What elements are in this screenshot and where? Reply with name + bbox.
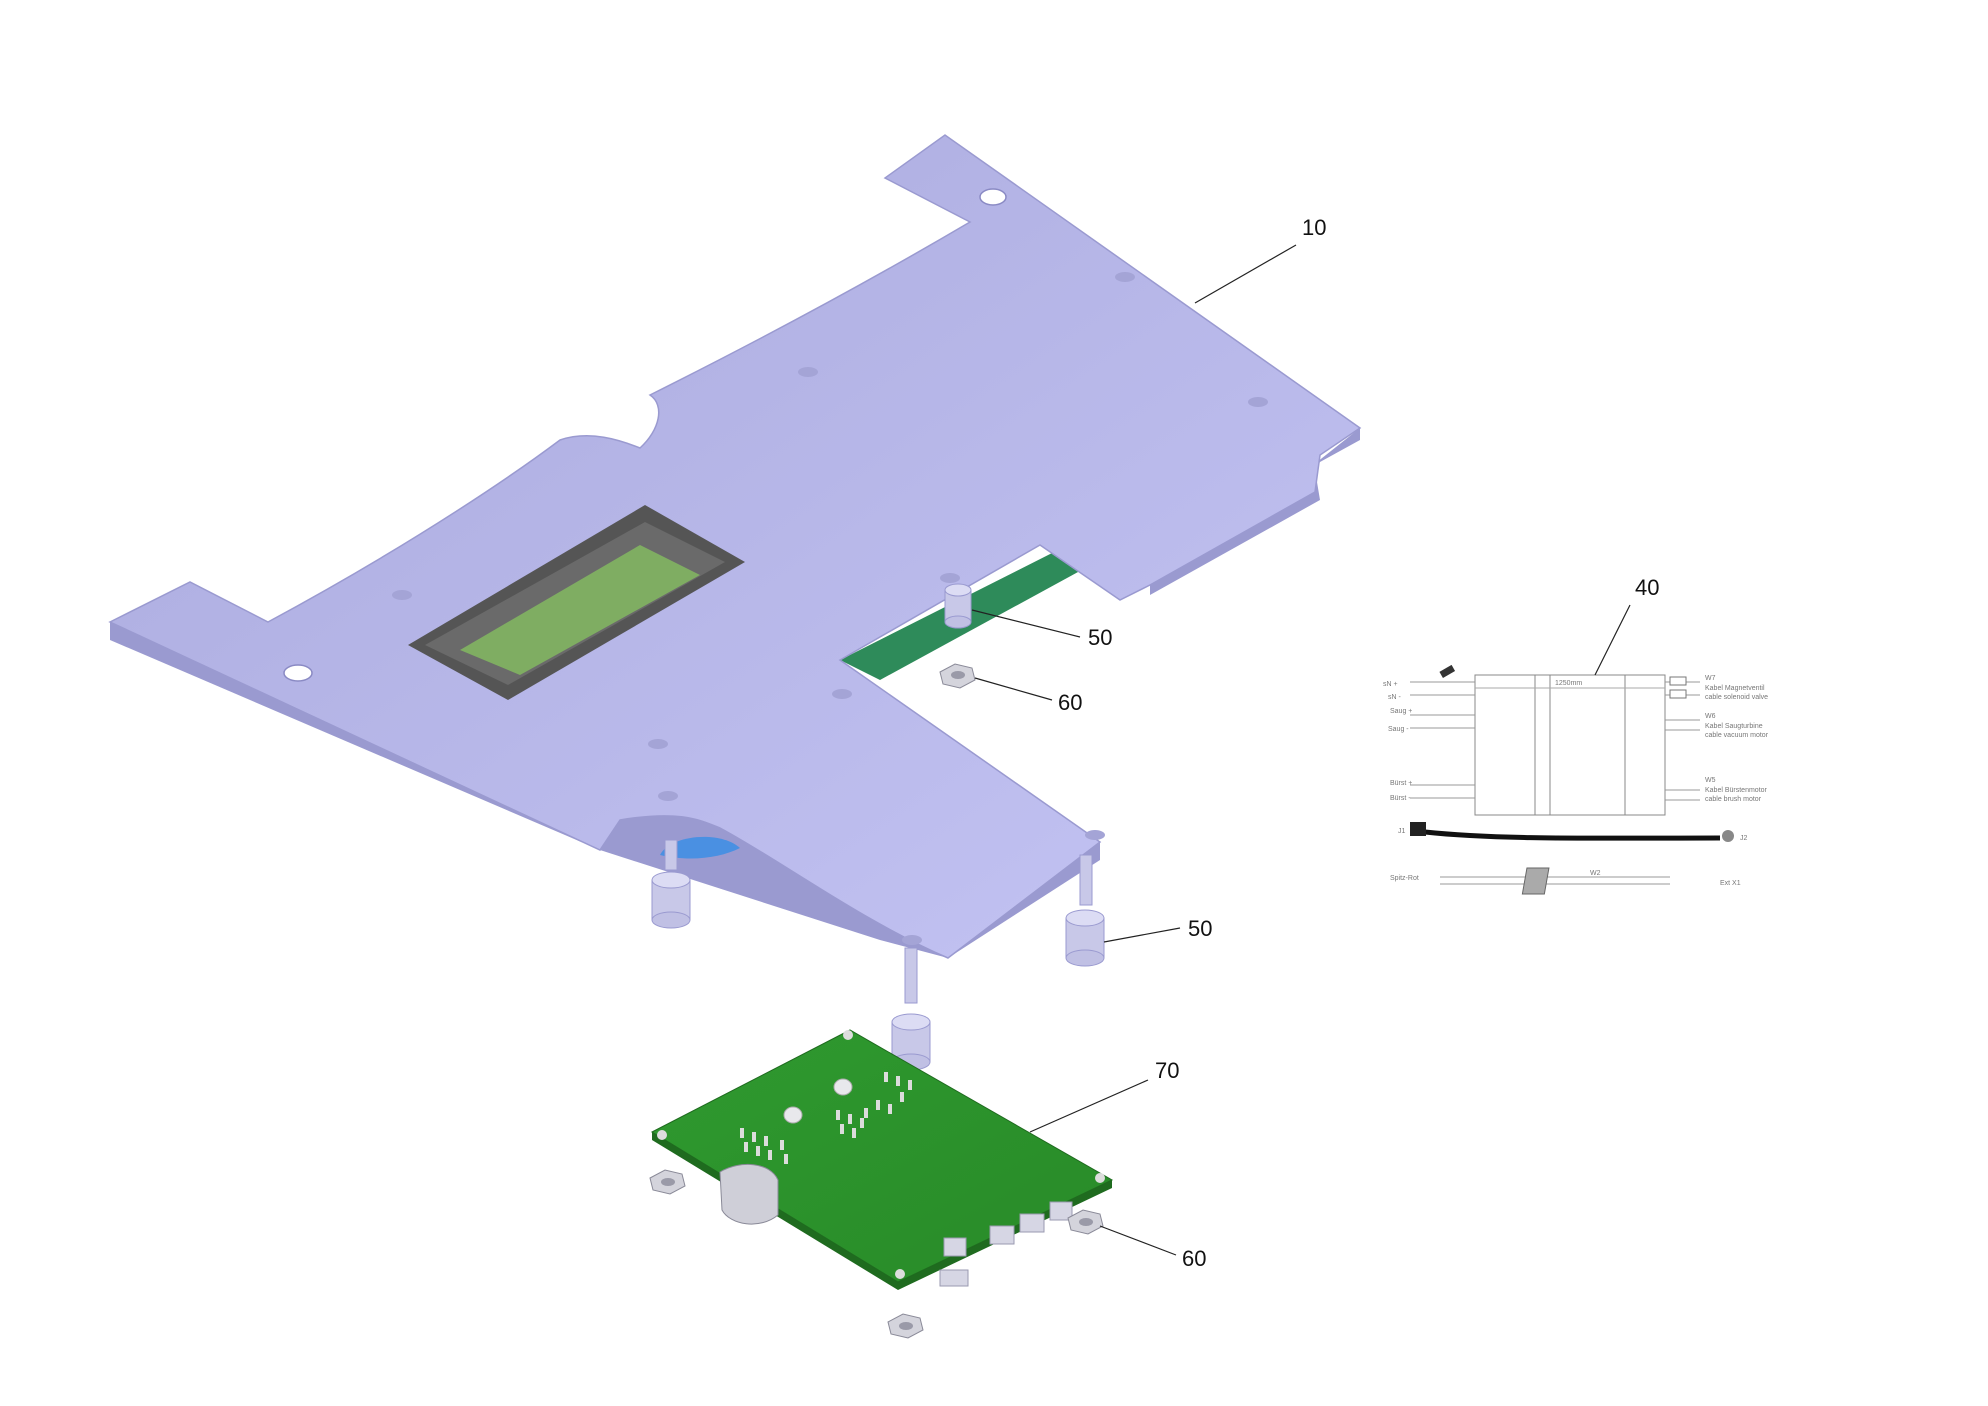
callout-60-lower: 60 (1182, 1246, 1206, 1271)
svg-text:Bürst +: Bürst + (1390, 780, 1412, 787)
screw-dimple (832, 689, 852, 699)
svg-text:W5: W5 (1705, 777, 1716, 784)
nut-60-upper (939, 663, 976, 689)
pcb-mount-hole (1095, 1173, 1105, 1183)
svg-text:Kabel Saugturbine: Kabel Saugturbine (1705, 723, 1763, 730)
connector-icon (1669, 676, 1687, 686)
svg-text:sN +: sN + (1383, 681, 1398, 688)
screw-dimple (902, 935, 922, 945)
mount-hole (283, 664, 313, 682)
screw-dimple (798, 367, 818, 377)
callout-70: 70 (1155, 1058, 1179, 1083)
callout-50-right: 50 (1188, 916, 1212, 941)
diode-icon (1439, 664, 1456, 678)
svg-text:Bürst -: Bürst - (1390, 795, 1411, 802)
connector-ext-icon (1521, 867, 1550, 895)
battery-holder (719, 1163, 779, 1225)
harness-box (1474, 674, 1666, 816)
callout-60-upper: 60 (1058, 690, 1082, 715)
spacer-50-upper (944, 583, 972, 629)
spacer-50-right (1065, 909, 1105, 967)
pcb-connectors (939, 1201, 1073, 1287)
nut-60-bottom (887, 1313, 924, 1339)
connector-j2-icon (1722, 830, 1734, 842)
screw-dimple (1085, 830, 1105, 840)
plate-top-face (108, 134, 1362, 959)
svg-text:cable solenoid valve: cable solenoid valve (1705, 694, 1768, 701)
cover-plate-10 (108, 134, 1362, 959)
pcb-mount-hole (843, 1030, 853, 1040)
svg-text:Kabel Bürstenmotor: Kabel Bürstenmotor (1705, 787, 1768, 794)
screw-dimple (648, 739, 668, 749)
callout-10: 10 (1302, 215, 1326, 240)
callouts: 10 40 50 60 50 70 60 (971, 215, 1659, 1271)
header-pins (740, 1072, 912, 1164)
pcb-mount-hole (895, 1269, 905, 1279)
standoff-pin (1079, 854, 1093, 906)
pcb-mount-hole (657, 1130, 667, 1140)
standoff-pin (664, 839, 678, 871)
wiring-harness-40: 1250mm sN + sN - Saug + Saug - Bürst + B… (1383, 664, 1769, 895)
plate-buzzer-notch (660, 836, 740, 859)
svg-text:J1: J1 (1398, 828, 1406, 835)
svg-text:cable brush motor: cable brush motor (1705, 796, 1762, 803)
svg-text:cable vacuum motor: cable vacuum motor (1705, 732, 1769, 739)
standoff-pin (904, 947, 918, 1004)
screw-dimple (940, 573, 960, 583)
screw-dimple (1248, 397, 1268, 407)
main-pcb-70 (649, 1029, 1114, 1339)
screw-dimple (658, 791, 678, 801)
screw-dimple (392, 590, 412, 600)
nut-60-right (1067, 1209, 1104, 1235)
svg-text:Saug -: Saug - (1388, 726, 1409, 733)
connector-j1-icon (1410, 822, 1426, 836)
pcb-board (650, 1029, 1114, 1283)
led (783, 1106, 803, 1124)
lcd-screen (460, 545, 700, 675)
screw-dimple (1115, 272, 1135, 282)
led (833, 1078, 853, 1096)
svg-text:J2: J2 (1740, 835, 1748, 842)
nut-60-left (649, 1169, 686, 1195)
svg-text:W6: W6 (1705, 713, 1716, 720)
callout-40: 40 (1635, 575, 1659, 600)
connector-icon (1669, 689, 1687, 699)
mount-hole (979, 188, 1007, 206)
plate-right-edge (1150, 428, 1360, 595)
svg-text:Ext X1: Ext X1 (1720, 880, 1741, 887)
spacer-50-left (651, 871, 691, 929)
callout-50-upper: 50 (1088, 625, 1112, 650)
harness-length-label: 1250mm (1555, 680, 1582, 687)
svg-text:W7: W7 (1705, 675, 1716, 682)
cable-j1-j2 (1424, 829, 1721, 841)
svg-text:Spitz-Rot: Spitz-Rot (1390, 875, 1419, 882)
svg-text:W2: W2 (1590, 870, 1601, 877)
svg-text:Saug +: Saug + (1390, 708, 1412, 715)
svg-text:sN -: sN - (1388, 694, 1402, 701)
svg-text:Kabel Magnetventil: Kabel Magnetventil (1705, 685, 1765, 692)
